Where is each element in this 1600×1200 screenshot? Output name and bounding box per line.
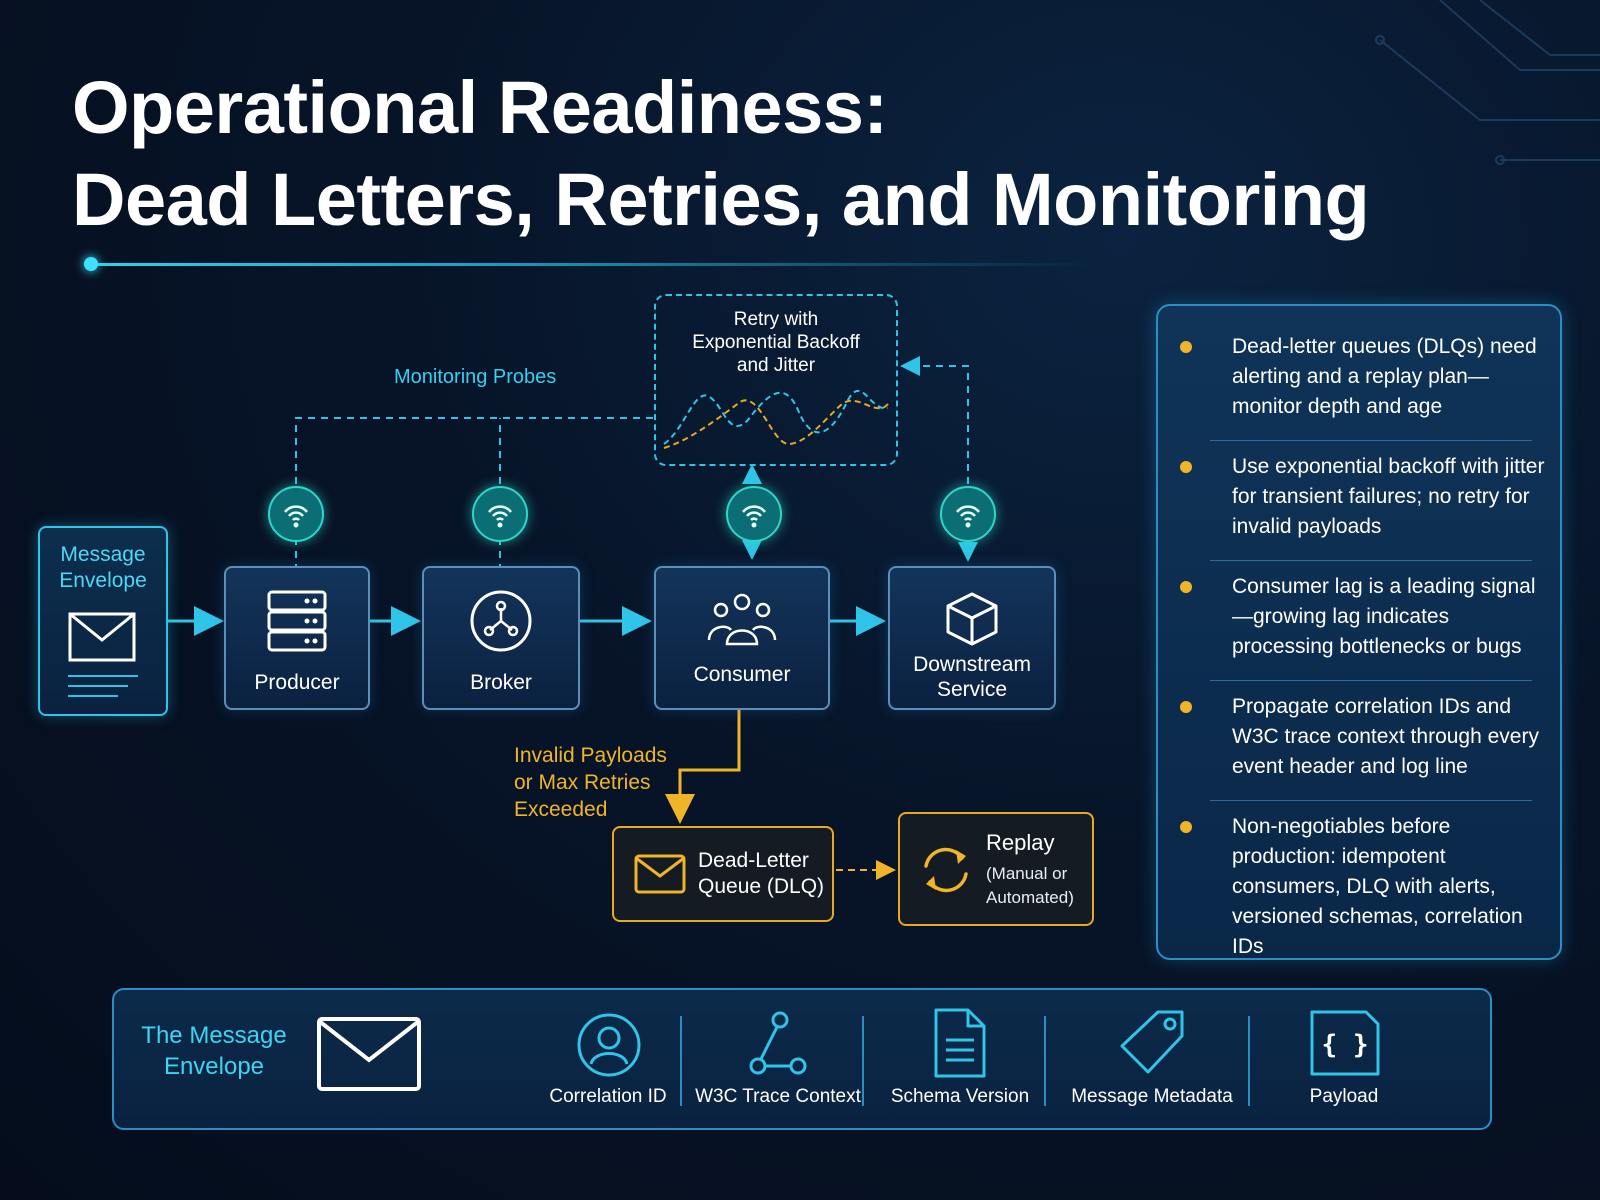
field-divider: [680, 1016, 682, 1106]
wifi-probe-icon: [726, 486, 782, 542]
document-icon: [934, 1008, 986, 1078]
failure-label-line-2: or Max Retries: [514, 771, 651, 794]
broker-node: Broker: [422, 566, 580, 710]
title-line-1: Operational Readiness:: [72, 66, 888, 149]
users-group-icon: [707, 593, 777, 646]
bullet-dot-icon: [1180, 341, 1192, 353]
trace-context-label: W3C Trace Context: [695, 1086, 861, 1107]
field-divider: [862, 1016, 864, 1106]
braces-icon: { }: [1310, 1010, 1380, 1076]
replay-sub-line-1: (Manual or: [986, 864, 1068, 883]
correlation-id-label: Correlation ID: [549, 1086, 667, 1107]
tag-icon: [1120, 1010, 1184, 1074]
downstream-service-node: Downstream Service: [888, 566, 1056, 710]
message-metadata-label: Message Metadata: [1071, 1086, 1233, 1107]
bullet-text: Consumer lag is a leading signal—growing…: [1232, 575, 1536, 658]
failure-label-line-1: Invalid Payloads: [514, 744, 667, 767]
bullet-item: Non-negotiables before production: idemp…: [1180, 812, 1546, 962]
monitoring-probes-label: Monitoring Probes: [394, 366, 557, 388]
envelope-field-message-metadata: Message Metadata: [1054, 990, 1250, 1124]
bullet-item: Use exponential backoff with jitter for …: [1180, 452, 1546, 542]
replay-sub-line-2: Automated): [986, 888, 1074, 907]
dlq-label-line-1: Dead-Letter: [698, 849, 809, 872]
bullet-text: Propagate correlation IDs and W3C trace …: [1232, 695, 1539, 778]
svg-text:{ }: { }: [1322, 1030, 1369, 1060]
title-line-2: Dead Letters, Retries, and Monitoring: [72, 158, 1370, 241]
message-envelope-node: Message Envelope: [38, 526, 168, 716]
bullet-item: Dead-letter queues (DLQs) need alerting …: [1180, 332, 1546, 422]
best-practices-panel: Dead-letter queues (DLQs) need alerting …: [1156, 304, 1562, 960]
consumer-node: Consumer: [654, 566, 830, 710]
failure-condition-label: Invalid Payloads or Max Retries Exceeded: [514, 742, 667, 823]
circuit-decoration: [1375, 0, 1600, 165]
page-title: Operational Readiness: Dead Letters, Ret…: [72, 62, 1370, 246]
field-divider: [1248, 1016, 1250, 1106]
envelope-field-payload: { } Payload: [1264, 990, 1424, 1124]
bullet-dot-icon: [1180, 821, 1192, 833]
user-circle-icon: [577, 1013, 641, 1077]
wifi-probe-icon: [472, 486, 528, 542]
replay-node: Replay (Manual or Automated): [898, 812, 1094, 926]
broker-hub-icon: [470, 590, 532, 652]
consumer-label: Consumer: [693, 663, 791, 686]
envelope-icon: [317, 1017, 421, 1091]
bullet-divider: [1210, 560, 1532, 561]
retry-backoff-box: Retry with Exponential Backoff and Jitte…: [654, 294, 898, 466]
title-underline-dot: [84, 257, 98, 271]
retry-label-line-2: Exponential Backoff: [692, 332, 860, 353]
message-envelope-bar: The Message Envelope Correlation ID W3C …: [112, 988, 1492, 1130]
wifi-probe-icon: [268, 486, 324, 542]
broker-label: Broker: [470, 671, 532, 694]
bullet-divider: [1210, 440, 1532, 441]
failure-label-line-3: Exceeded: [514, 798, 608, 821]
refresh-icon: [924, 847, 968, 893]
bullet-dot-icon: [1180, 581, 1192, 593]
producer-label: Producer: [254, 671, 340, 694]
retry-label-line-3: and Jitter: [736, 355, 816, 376]
bullet-text: Non-negotiables before production: idemp…: [1232, 815, 1523, 958]
envelope-field-trace-context: W3C Trace Context: [690, 990, 866, 1124]
retry-label-line-1: Retry with: [733, 309, 819, 330]
bullet-item: Propagate correlation IDs and W3C trace …: [1180, 692, 1546, 782]
server-icon: [267, 590, 327, 652]
downstream-label-line-1: Downstream: [913, 653, 1031, 676]
replay-title: Replay: [986, 830, 1055, 855]
envelope-field-schema-version: Schema Version: [872, 990, 1048, 1124]
envelope-bar-title-line-1: The Message: [141, 1022, 287, 1049]
bullet-dot-icon: [1180, 701, 1192, 713]
bullet-item: Consumer lag is a leading signal—growing…: [1180, 572, 1546, 662]
schema-version-label: Schema Version: [890, 1086, 1030, 1107]
title-underline: [90, 263, 1090, 266]
envelope-field-correlation-id: Correlation ID: [538, 990, 678, 1124]
cube-icon: [946, 592, 998, 646]
bullet-divider: [1210, 680, 1532, 681]
message-envelope-label: Message Envelope: [59, 543, 147, 592]
bullet-text: Use exponential backoff with jitter for …: [1232, 455, 1545, 538]
field-divider: [1044, 1016, 1046, 1106]
dead-letter-queue-node: Dead-Letter Queue (DLQ): [612, 826, 834, 922]
dlq-label-line-2: Queue (DLQ): [698, 875, 825, 898]
payload-label: Payload: [1309, 1086, 1379, 1107]
envelope-bar-title-line-2: Envelope: [163, 1053, 265, 1080]
wifi-probe-icon: [940, 486, 996, 542]
trace-graph-icon: [749, 1011, 807, 1075]
envelope-icon: [634, 854, 686, 894]
envelope-icon: [68, 612, 138, 697]
bullet-dot-icon: [1180, 461, 1192, 473]
bullet-text: Dead-letter queues (DLQs) need alerting …: [1232, 335, 1537, 418]
producer-node: Producer: [224, 566, 370, 710]
downstream-label-line-2: Service: [936, 678, 1008, 701]
bullet-divider: [1210, 800, 1532, 801]
